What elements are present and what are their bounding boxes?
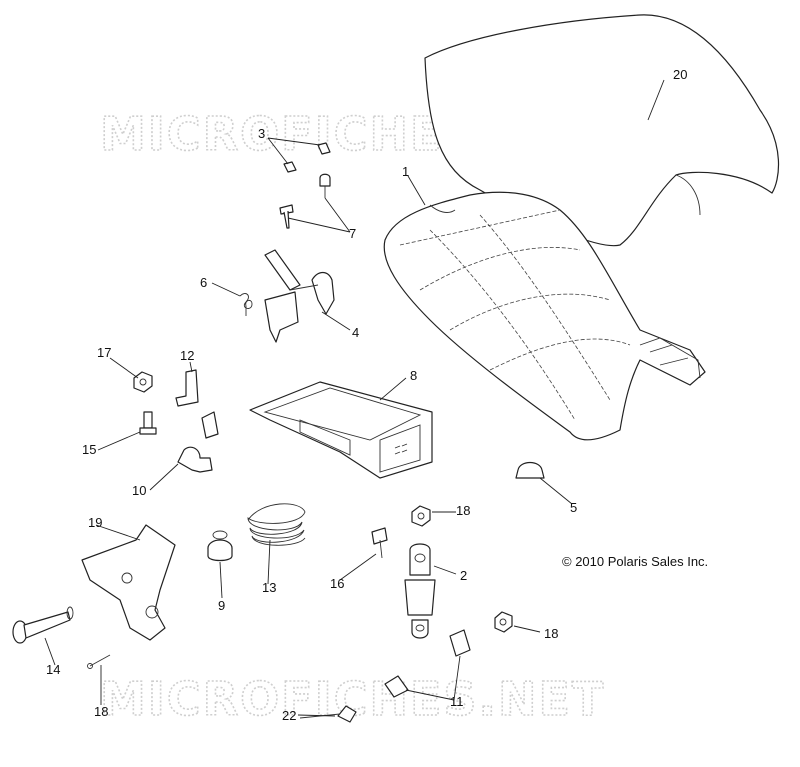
leader-lines bbox=[44, 79, 665, 717]
callout-10: 10 bbox=[132, 483, 146, 498]
callout-21: 20 bbox=[673, 67, 687, 82]
callouts: 20 1 3 7 6 4 8 17 12 15 10 19 9 13 14 18… bbox=[46, 67, 687, 723]
callout-9: 9 bbox=[218, 598, 225, 613]
part-clips bbox=[283, 142, 331, 173]
part-seat bbox=[383, 191, 706, 441]
part-bolt-22 bbox=[299, 705, 357, 723]
copyright-notice: © 2010 Polaris Sales Inc. bbox=[562, 554, 708, 569]
part-mount-bracket bbox=[81, 524, 176, 641]
callout-18-lower: 18 bbox=[544, 626, 558, 641]
part-screw-15 bbox=[139, 411, 157, 435]
callout-7: 7 bbox=[349, 226, 356, 241]
callout-11: 11 bbox=[450, 694, 464, 709]
callout-15: 15 bbox=[82, 442, 96, 457]
part-nut-17 bbox=[133, 371, 153, 393]
callout-6: 6 bbox=[200, 275, 207, 290]
part-latch bbox=[264, 249, 335, 343]
part-storage-tray bbox=[249, 381, 433, 479]
callout-20: 19 bbox=[88, 515, 102, 530]
callout-22: 22 bbox=[282, 708, 296, 723]
callout-2: 2 bbox=[460, 568, 467, 583]
part-grommet bbox=[515, 461, 545, 479]
part-nut-18b bbox=[494, 611, 513, 633]
callout-8: 8 bbox=[410, 368, 417, 383]
part-damper bbox=[404, 543, 436, 639]
callout-17: 17 bbox=[97, 345, 111, 360]
part-bolt-16 bbox=[371, 527, 388, 559]
callout-4: 4 bbox=[352, 325, 359, 340]
callout-19: 18 bbox=[94, 704, 108, 719]
part-spring-small bbox=[239, 293, 253, 316]
part-bushing-9 bbox=[207, 530, 233, 562]
part-nut-18a bbox=[411, 505, 431, 527]
callout-3: 3 bbox=[258, 126, 265, 141]
callout-5: 5 bbox=[570, 500, 577, 515]
part-bracket-clips bbox=[175, 369, 219, 439]
part-push-pins bbox=[279, 173, 331, 229]
part-coil-spring bbox=[247, 503, 306, 546]
part-pin-14 bbox=[12, 606, 74, 644]
part-strap-bracket bbox=[177, 446, 213, 473]
callout-18-upper: 18 bbox=[456, 503, 470, 518]
callout-16: 16 bbox=[330, 576, 344, 591]
callout-13: 13 bbox=[262, 580, 276, 595]
callout-12: 12 bbox=[180, 348, 194, 363]
callout-14: 14 bbox=[46, 662, 60, 677]
part-cotter-pin bbox=[87, 654, 111, 669]
callout-1: 1 bbox=[402, 164, 409, 179]
part-bushing-11 bbox=[384, 629, 471, 698]
